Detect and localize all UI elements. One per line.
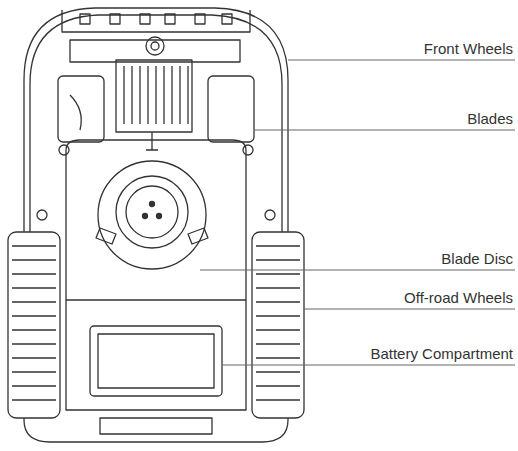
leader-line: [254, 130, 515, 131]
blade: [188, 228, 208, 244]
screw: [243, 145, 253, 155]
front-bumper: [62, 10, 250, 32]
leader-line: [304, 309, 515, 310]
wheel-tread: [12, 246, 56, 400]
screw: [59, 145, 69, 155]
part-label: Battery Compartment: [370, 345, 513, 362]
shell-outline: [24, 8, 288, 236]
part-label: Front Wheels: [424, 40, 513, 57]
blade: [96, 228, 116, 244]
part-label: Off-road Wheels: [404, 289, 513, 306]
battery-compartment: [90, 326, 222, 396]
wheel-tread: [256, 246, 300, 400]
hub-screw: [150, 202, 155, 207]
leader-line: [200, 270, 515, 271]
leader-line: [222, 365, 515, 366]
heat-sink-fins: [124, 66, 188, 124]
blade-disc: [98, 161, 206, 269]
shell-inner: [30, 15, 282, 234]
part-label: Blade Disc: [441, 250, 513, 267]
heat-sink: [116, 60, 192, 132]
battery-cover: [98, 334, 214, 388]
blade-disc-inner: [116, 176, 188, 248]
screw: [37, 210, 47, 220]
front-wheel-hub: [151, 42, 159, 50]
off-road-wheel: [252, 232, 304, 418]
blade-disc-hub: [126, 186, 178, 238]
screw: [265, 210, 275, 220]
part-label: Blades: [467, 110, 513, 127]
lower-body: [24, 236, 288, 442]
side-pad: [58, 76, 104, 142]
disc-housing: [66, 140, 246, 300]
rear-plate: [100, 418, 212, 434]
wire: [70, 95, 81, 130]
grill-slots: [80, 14, 232, 24]
hub-screw: [143, 214, 148, 219]
off-road-wheel: [8, 232, 60, 418]
lower-frame: [66, 300, 246, 410]
hub-screw: [157, 214, 162, 219]
front-frame: [70, 40, 240, 62]
side-pad: [208, 76, 254, 142]
bracket: [146, 132, 158, 150]
leader-line: [288, 60, 515, 61]
